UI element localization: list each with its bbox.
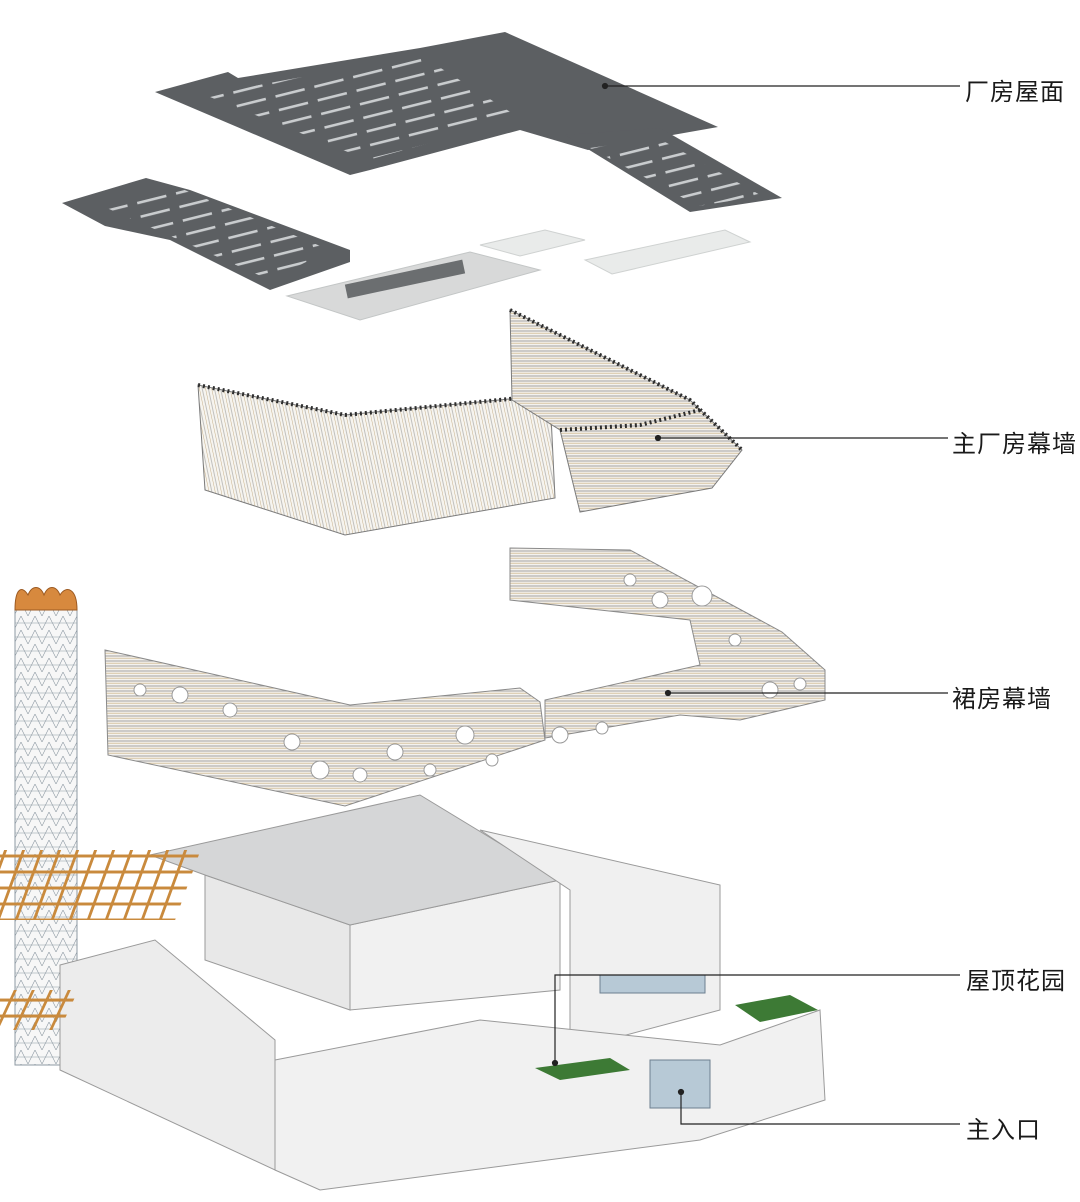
podium-wall-openings — [133, 573, 807, 783]
podium-wall-right-ribbon — [509, 547, 826, 739]
building-mass — [0, 794, 826, 1191]
podium-wall-left-ribbon — [104, 649, 546, 807]
roof-panel-left-slats — [100, 186, 330, 280]
roof-garden-left — [535, 1058, 630, 1080]
podium-front-block — [274, 1009, 826, 1191]
leader-main-entrance — [680, 1092, 960, 1125]
roof-equipment — [344, 259, 466, 299]
curtain-wall-left-ribbon — [197, 384, 556, 536]
entrance-glazing — [649, 1059, 711, 1109]
upper-glazing-strip — [599, 974, 706, 994]
roof-panel-main-slats — [205, 55, 520, 160]
main-curtain-wall-layer — [197, 308, 744, 536]
label-roof-garden: 屋顶花园 — [966, 967, 1066, 995]
chimney-tip — [14, 587, 78, 611]
curtain-wall-left-top-edge — [197, 383, 551, 418]
curtain-wall-right-top-edge — [509, 308, 744, 452]
leader-roof-garden-dot — [551, 1059, 559, 1067]
roof-panel-right-slats — [590, 138, 762, 206]
leader-main-entrance-dot — [677, 1088, 685, 1096]
tall-block-right — [479, 829, 721, 1051]
roof-garden-right — [735, 995, 818, 1022]
leader-main-curtain-wall-dot — [654, 434, 662, 442]
label-factory-roof: 厂房屋面 — [965, 78, 1065, 106]
leader-roof-dot — [601, 82, 609, 90]
label-main-entrance: 主入口 — [966, 1116, 1041, 1144]
callout-leaders — [551, 82, 960, 1125]
podium-curtain-wall-layer — [104, 547, 826, 807]
factory-roof-layer — [62, 32, 782, 321]
leader-roof-garden — [554, 974, 960, 1063]
timber-frame-upper — [0, 850, 201, 920]
skylight-panel-2 — [583, 229, 752, 275]
label-podium-curtain-wall: 裙房幕墙 — [952, 685, 1052, 713]
skylight-panel-3 — [285, 251, 542, 321]
skylight-panel-1 — [479, 229, 586, 257]
main-hall-top — [148, 794, 562, 926]
leader-podium-curtain-wall-dot — [664, 689, 672, 697]
label-main-curtain-wall: 主厂房幕墙 — [952, 430, 1077, 458]
timber-frame-lower — [0, 990, 79, 1030]
podium-left-block — [59, 939, 276, 1171]
